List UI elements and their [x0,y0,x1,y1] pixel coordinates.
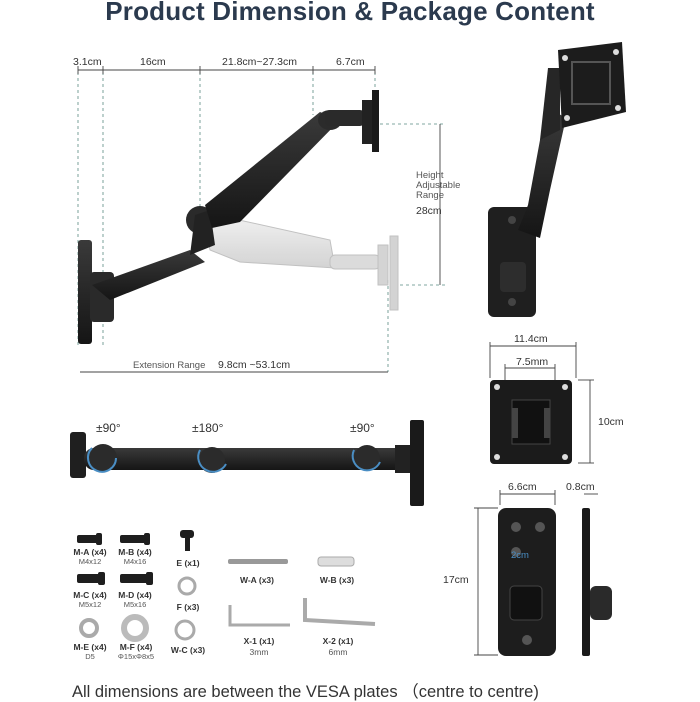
part-me-size: D5 [85,652,95,661]
footer-note: All dimensions are between the VESA plat… [72,683,539,701]
part-f-code: F (x3) [176,602,200,612]
vesa-plate [489,342,594,464]
plate-width: 6.6cm [508,481,537,493]
part-me-code: M-E (x4) [73,642,107,652]
extension-label: Extension Range [133,360,206,371]
part-wb-code: W-B (x3) [319,575,355,585]
part-mc-size: M5x12 [78,600,102,609]
main-arm-side-view [78,90,379,344]
vesa-inner: 7.5mm [516,356,549,368]
dim-16cm: 16cm [140,56,166,68]
plate-height: 17cm [443,574,469,586]
arm-top-view [70,420,424,506]
part-mf-code: M-F (x4) [119,642,153,652]
part-mb-code: M-B (x4) [118,547,152,557]
part-x2-size: 6mm [328,647,348,657]
plate-hole: 2cm [511,550,529,561]
part-mb-size: M4x16 [123,557,147,566]
vesa-width: 11.4cm [514,333,548,345]
extension-value: 9.8cm ~53.1cm [218,359,291,371]
part-e-code: E (x1) [176,558,200,568]
rotation-90-right: ±90° [350,421,375,435]
height-value: 28cm [416,205,442,217]
plate-depth: 0.8cm [566,481,595,493]
dim-3-1cm: 3.1cm [73,56,102,68]
arm-perspective-view [488,42,626,317]
part-wa-code: W-A (x3) [240,575,274,585]
wall-plate-diagram [474,490,612,656]
rotation-90-left: ±90° [96,421,121,435]
vesa-height: 10cm [598,416,624,428]
part-md-size: M5x16 [123,600,147,609]
lowered-arm-ghost [204,217,399,311]
part-md-code: M-D (x4) [118,590,152,600]
hardware-parts [77,530,376,642]
dim-6-7cm: 6.7cm [336,56,365,68]
height-label-2: Adjustable [416,180,461,191]
height-label-1: Height [416,170,444,181]
page-title: Product Dimension & Package Content [105,0,595,26]
part-mf-size: Φ15xΦ8x5 [117,652,155,661]
dim-21-8-27-3cm: 21.8cm~27.3cm [222,56,297,68]
part-wc-code: W-C (x3) [170,645,206,655]
top-dimension-arrows [77,66,441,373]
part-mc-code: M-C (x4) [73,590,107,600]
height-label-3: Range [416,190,444,201]
part-x1-code: X-1 (x1) [243,636,275,646]
part-x1-size: 3mm [249,647,269,657]
rotation-180: ±180° [192,421,224,435]
part-ma-code: M-A (x4) [73,547,107,557]
part-x2-code: X-2 (x1) [322,636,354,646]
top-dimension-lines [77,72,445,372]
part-ma-size: M4x12 [78,557,102,566]
